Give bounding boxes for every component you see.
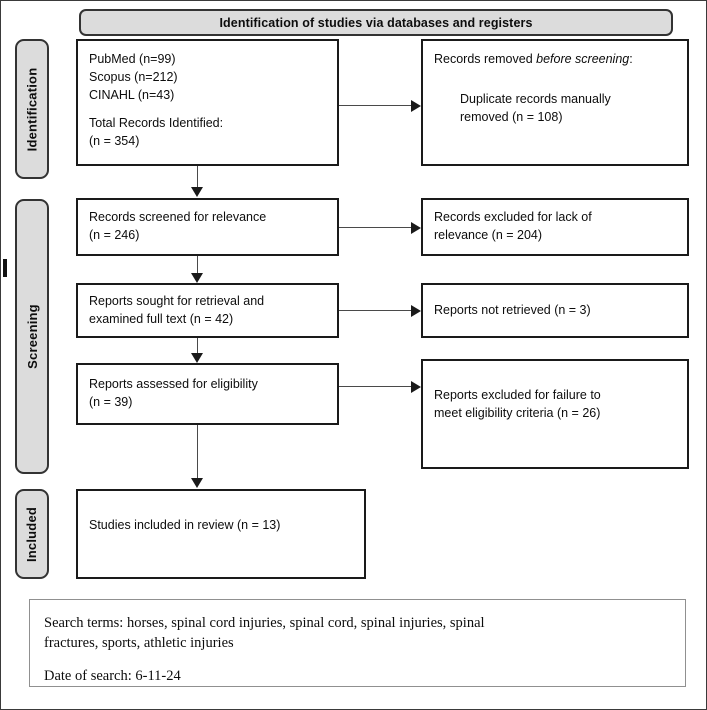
search-terms-line2: fractures, sports, athletic injuries bbox=[44, 635, 234, 651]
total-records-label: Total Records Identified: bbox=[89, 116, 224, 131]
arrow-head-right-icon bbox=[411, 381, 421, 393]
reports-assessed-line2: (n = 39) bbox=[89, 395, 133, 409]
spacer bbox=[434, 69, 676, 80]
arrow-head-down-icon bbox=[191, 273, 203, 283]
box-records-excluded-relevance: Records excluded for lack of relevance (… bbox=[421, 198, 689, 256]
box-records-removed: Records removed before screening: Duplic… bbox=[421, 39, 689, 166]
box-reports-sought: Reports sought for retrieval and examine… bbox=[76, 283, 339, 338]
database-cinahl: CINAHL (n=43) bbox=[89, 87, 175, 102]
connector-assessed-to-excluded bbox=[339, 386, 411, 387]
connector-sought-to-assessed bbox=[197, 338, 198, 354]
stage-tab-screening: Screening bbox=[15, 199, 49, 474]
search-details-note: Search terms: horses, spinal cord injuri… bbox=[29, 599, 686, 687]
stage-tab-included-label: Included bbox=[24, 506, 40, 562]
connector-screened-to-sought bbox=[197, 256, 198, 274]
stage-tab-screening-label: Screening bbox=[24, 304, 40, 369]
reports-sought-line1: Reports sought for retrieval and bbox=[89, 293, 265, 308]
connector-identified-to-removed bbox=[339, 105, 411, 106]
arrow-head-down-icon bbox=[191, 478, 203, 488]
reports-not-retrieved-line1: Reports not retrieved (n = 3) bbox=[434, 302, 591, 317]
duplicate-records-line2: removed (n = 108) bbox=[460, 109, 563, 124]
duplicate-records-line1: Duplicate records manually bbox=[460, 91, 611, 106]
box-records-identified: PubMed (n=99) Scopus (n=212) CINAHL (n=4… bbox=[76, 39, 339, 166]
box-reports-not-retrieved: Reports not retrieved (n = 3) bbox=[421, 283, 689, 338]
records-removed-heading-colon: : bbox=[629, 52, 633, 66]
arrow-head-right-icon bbox=[411, 305, 421, 317]
scan-artifact-mark bbox=[3, 259, 7, 277]
arrow-head-right-icon bbox=[411, 100, 421, 112]
total-records-value: (n = 354) bbox=[89, 134, 140, 148]
reports-excluded-eligibility-line1: Reports excluded for failure to bbox=[434, 388, 601, 402]
stage-tab-included: Included bbox=[15, 489, 49, 579]
records-removed-heading: Records removed before screening: bbox=[434, 51, 676, 69]
reports-excluded-eligibility-line2: meet eligibility criteria (n = 26) bbox=[434, 405, 601, 420]
database-scopus: Scopus (n=212) bbox=[89, 69, 178, 84]
database-pubmed: PubMed (n=99) bbox=[89, 52, 176, 66]
records-screened-line1: Records screened for relevance bbox=[89, 210, 267, 225]
stage-tab-identification: Identification bbox=[15, 39, 49, 179]
search-terms-line1: Search terms: horses, spinal cord injuri… bbox=[44, 615, 485, 631]
banner-label: Identification of studies via databases … bbox=[219, 15, 533, 30]
spacer bbox=[89, 104, 326, 115]
box-reports-assessed: Reports assessed for eligibility (n = 39… bbox=[76, 363, 339, 425]
box-studies-included: Studies included in review (n = 13) bbox=[76, 489, 366, 579]
records-removed-heading-plain: Records removed bbox=[434, 52, 537, 66]
box-records-screened: Records screened for relevance (n = 246) bbox=[76, 198, 339, 256]
spacer bbox=[434, 80, 676, 91]
connector-screened-to-excluded bbox=[339, 227, 411, 228]
reports-assessed-line1: Reports assessed for eligibility bbox=[89, 377, 258, 392]
diagram-banner-title: Identification of studies via databases … bbox=[79, 9, 673, 36]
connector-sought-to-notretrieved bbox=[339, 310, 411, 311]
studies-included-line1: Studies included in review (n = 13) bbox=[89, 518, 281, 532]
box-reports-excluded-eligibility: Reports excluded for failure to meet eli… bbox=[421, 359, 689, 469]
spacer bbox=[44, 653, 671, 666]
records-removed-heading-italic: before screening bbox=[536, 52, 630, 66]
connector-identified-to-screened bbox=[197, 166, 198, 189]
arrow-head-right-icon bbox=[411, 222, 421, 234]
records-excluded-relevance-line1: Records excluded for lack of bbox=[434, 210, 592, 225]
reports-sought-line2: examined full text (n = 42) bbox=[89, 311, 234, 326]
records-screened-line2: (n = 246) bbox=[89, 228, 140, 242]
stage-tab-identification-label: Identification bbox=[24, 67, 40, 151]
connector-assessed-to-included bbox=[197, 425, 198, 479]
date-of-search: Date of search: 6-11-24 bbox=[44, 668, 181, 684]
arrow-head-down-icon bbox=[191, 353, 203, 363]
arrow-head-down-icon bbox=[191, 187, 203, 197]
records-excluded-relevance-line2: relevance (n = 204) bbox=[434, 228, 543, 242]
